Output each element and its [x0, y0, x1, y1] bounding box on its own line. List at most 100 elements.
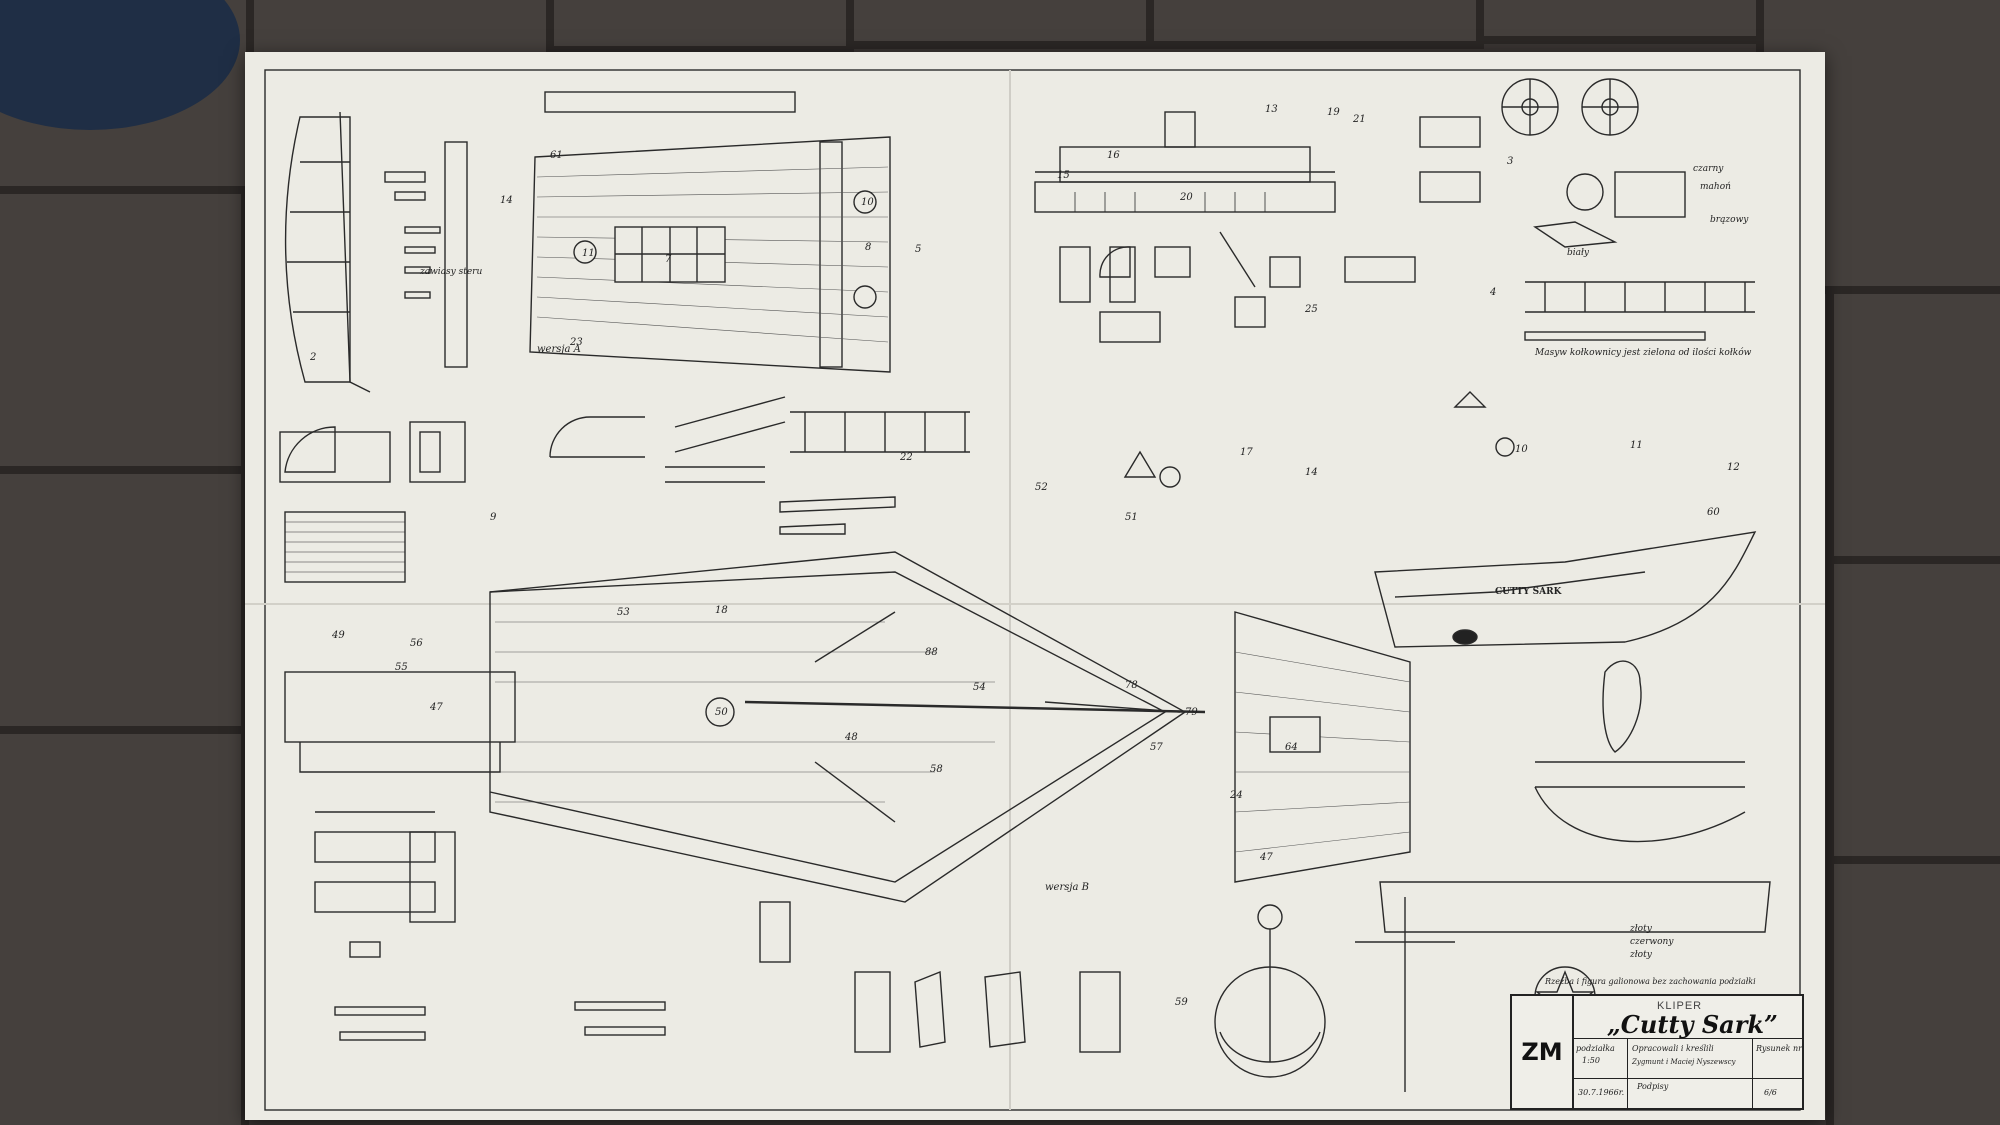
sheet-value: 6/6 — [1764, 1088, 1777, 1097]
sheet-label: Rysunek nr — [1756, 1044, 1802, 1053]
part-number: 13 — [1265, 104, 1278, 115]
part-number: 22 — [900, 452, 913, 463]
deckhouse-elevation — [1034, 111, 1336, 213]
ship-name: „Cutty Sark” — [1607, 1010, 1778, 1039]
compass-colour-2: czerwony — [1630, 937, 1674, 947]
sheet-border — [264, 69, 1801, 1111]
part-number: 15 — [1057, 170, 1070, 181]
part-number: 23 — [570, 337, 583, 348]
hinge-parts — [384, 171, 441, 299]
rail-curve — [549, 416, 645, 458]
part-number: 25 — [1305, 304, 1318, 315]
part-number: 52 — [1035, 482, 1048, 493]
anchor — [1214, 897, 1455, 1092]
figurehead-note: Rzeźba i figura galionowa bez zachowania… — [1545, 977, 1756, 986]
bell — [1123, 450, 1157, 478]
part-number: 19 — [1327, 107, 1340, 118]
blueprint-drawing — [245, 69, 1825, 1111]
stern-carving-band — [1379, 881, 1771, 933]
figurehead — [1602, 660, 1642, 753]
part-number: 51 — [1125, 512, 1138, 523]
part-number: 88 — [925, 647, 938, 658]
part-number: 58 — [930, 764, 943, 775]
part-number: 53 — [617, 607, 630, 618]
authors: Zygmunt i Maciej Nyszewscy — [1632, 1058, 1736, 1066]
part-number: 8 — [865, 242, 872, 253]
deck-white-note: biały — [1567, 248, 1590, 258]
skylight-frame — [279, 421, 466, 483]
part-number: 18 — [715, 605, 728, 616]
part-number: 78 — [1125, 680, 1138, 691]
side-post — [819, 141, 843, 368]
publisher-logo: ZM — [1512, 996, 1574, 1108]
rail-elevation — [1524, 281, 1755, 341]
capstan-parts — [284, 671, 516, 923]
stairs — [665, 396, 786, 483]
part-number: 10 — [861, 197, 874, 208]
part-number: 16 — [1107, 150, 1120, 161]
deck-beam — [544, 91, 796, 113]
part-number: 57 — [1150, 742, 1163, 753]
rail-note: Masyw kołkownicy jest zielona od ilości … — [1535, 348, 1752, 358]
steering-wheels — [1501, 78, 1639, 136]
part-number: 2 — [310, 352, 317, 363]
blueprint-sheet: wersja A wersja B zawiasy steru czarny m… — [245, 52, 1825, 1120]
shoe — [0, 0, 240, 130]
part-number: 9 — [490, 512, 497, 523]
part-number: 50 — [715, 707, 728, 718]
side-deck-plan — [1234, 611, 1411, 883]
tillers — [779, 496, 896, 535]
part-number: 20 — [1180, 192, 1193, 203]
part-number: 79 — [1185, 707, 1198, 718]
part-number: 48 — [845, 732, 858, 743]
part-number: 11 — [1630, 440, 1643, 451]
stern-hull-view — [1374, 531, 1757, 648]
authors-label: Opracowali i kreślili — [1632, 1044, 1714, 1053]
part-number: 14 — [500, 195, 513, 206]
part-number: 11 — [582, 248, 595, 259]
hinge-note: zawiasy steru — [420, 267, 483, 277]
scale-value: 1:50 — [1582, 1056, 1600, 1065]
part-number: 64 — [1285, 742, 1298, 753]
ship-kind: KLIPER — [1657, 1000, 1703, 1012]
part-number: 7 — [665, 254, 672, 265]
part-number: 47 — [1260, 852, 1273, 863]
part-number: 12 — [1727, 462, 1740, 473]
stern-name-text: CUTTY SARK — [1495, 587, 1562, 597]
compass-colour-3: złoty — [1630, 950, 1652, 960]
bow-deck-plan — [489, 551, 1206, 903]
part-number: 61 — [550, 150, 563, 161]
part-number: 59 — [1175, 997, 1188, 1008]
wheelhouse-right-note: brązowy — [1710, 215, 1749, 225]
wheelhouse-sketch — [1533, 171, 1686, 248]
scale-label: podziałka — [1576, 1044, 1615, 1053]
version-a-label: wersja A — [537, 344, 581, 355]
part-number: 56 — [410, 638, 423, 649]
version-b-label: wersja B — [1045, 882, 1089, 893]
wheelbox — [1419, 116, 1481, 148]
rudder-profile — [284, 111, 371, 393]
part-number: 60 — [1707, 507, 1720, 518]
part-number: 21 — [1353, 114, 1366, 125]
title-block: ZM KLIPER „Cutty Sark” podziałka 1:50 Op… — [1510, 994, 1804, 1110]
deck-planks-b — [284, 511, 406, 583]
signature-label: Podpisy — [1637, 1082, 1669, 1091]
arch-part — [1099, 246, 1131, 278]
compass-colour-1: złoty — [1630, 924, 1652, 934]
part-number: 14 — [1305, 467, 1318, 478]
stern-post — [444, 141, 468, 368]
drawing-date: 30.7.1966r. — [1578, 1088, 1625, 1097]
wheelhouse-top-note: czarny — [1693, 164, 1724, 174]
poop-deck-plan — [529, 136, 891, 373]
small-fittings — [334, 941, 666, 1041]
door-part — [1059, 246, 1091, 303]
part-number: 54 — [973, 682, 986, 693]
part-number: 10 — [1515, 444, 1528, 455]
part-number: 4 — [1490, 287, 1497, 298]
grating — [1344, 256, 1416, 283]
part-number: 55 — [395, 662, 408, 673]
wheelhouse-mid-note: mahoń — [1700, 182, 1731, 192]
part-number: 17 — [1240, 447, 1253, 458]
bow-rail — [1534, 761, 1746, 843]
part-number: 47 — [430, 702, 443, 713]
